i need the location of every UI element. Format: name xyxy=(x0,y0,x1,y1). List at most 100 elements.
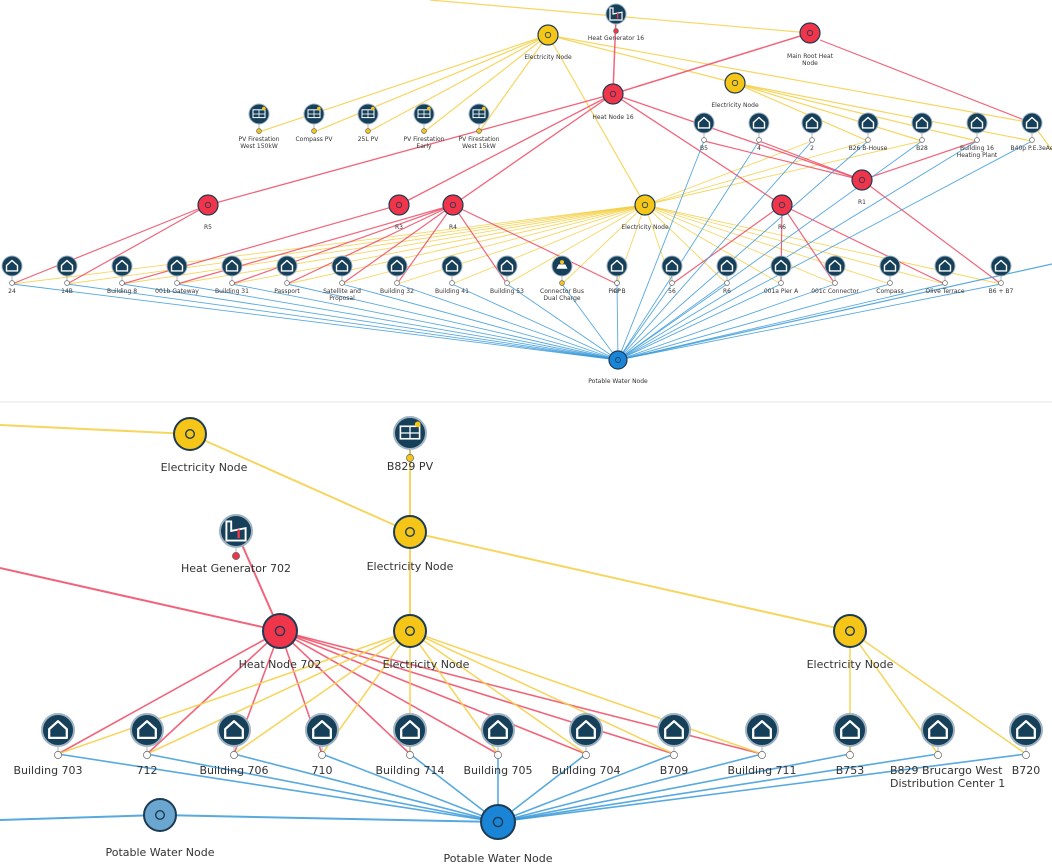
pv-node-t_pv3[interactable] xyxy=(357,103,379,125)
heat-node-t_r3[interactable] xyxy=(388,194,410,216)
building-node-t_bu5[interactable] xyxy=(911,112,933,134)
building-node-t_b7[interactable] xyxy=(331,255,353,277)
connector-port[interactable] xyxy=(406,454,414,462)
heat-node-t_r6[interactable] xyxy=(771,194,793,216)
building-node-t_bu6[interactable] xyxy=(966,112,988,134)
connector-port[interactable] xyxy=(64,280,70,286)
electricity-node-t_en1[interactable] xyxy=(537,24,559,46)
building-node-b_712[interactable] xyxy=(130,713,164,747)
building-node-t_bu2[interactable] xyxy=(748,112,770,134)
generator-node-b_hg[interactable] xyxy=(219,514,253,548)
water-node-t_pw[interactable] xyxy=(608,350,628,370)
connector-port[interactable] xyxy=(406,751,414,759)
connector-port[interactable] xyxy=(1029,137,1035,143)
building-node-t_b20[interactable] xyxy=(990,255,1012,277)
connector-port[interactable] xyxy=(670,751,678,759)
electricity-node-b_en_c[interactable] xyxy=(393,614,427,648)
heat-node-t_r5[interactable] xyxy=(197,194,219,216)
electricity-node-t_en2[interactable] xyxy=(724,72,746,94)
connector-port[interactable] xyxy=(865,137,871,143)
building-node-t_b4[interactable] xyxy=(166,255,188,277)
generator-node-t_hg16[interactable] xyxy=(605,3,627,25)
pv-node-t_pv4[interactable] xyxy=(413,103,435,125)
electricity-node-b_en_left[interactable] xyxy=(173,417,207,451)
building-node-t_b13[interactable] xyxy=(606,255,628,277)
connector-port[interactable] xyxy=(449,280,455,286)
connector-port[interactable] xyxy=(119,280,125,286)
building-node-b_710[interactable] xyxy=(305,713,339,747)
building-node-t_b10[interactable] xyxy=(496,255,518,277)
heat-node-b_hn[interactable] xyxy=(262,613,298,649)
building-node-t_b8[interactable] xyxy=(386,255,408,277)
water_light-node-b_pw_left[interactable] xyxy=(143,798,177,832)
connector-port[interactable] xyxy=(582,751,590,759)
building-node-t_bu1[interactable] xyxy=(693,112,715,134)
building-node-b_b720[interactable] xyxy=(1009,713,1043,747)
electricity-node-b_en_r[interactable] xyxy=(833,614,867,648)
building-node-t_b14[interactable] xyxy=(661,255,683,277)
connector-port[interactable] xyxy=(559,280,565,286)
building-node-t_b18[interactable] xyxy=(879,255,901,277)
heat-node-t_mr[interactable] xyxy=(799,22,821,44)
connector-port[interactable] xyxy=(778,280,784,286)
building-node-b_b706[interactable] xyxy=(217,713,251,747)
water-node-b_pw[interactable] xyxy=(480,804,516,840)
building-node-b_b709[interactable] xyxy=(657,713,691,747)
charger-node-t_b11[interactable] xyxy=(551,255,573,277)
connector-port[interactable] xyxy=(421,128,427,134)
electricity-node-t_en3[interactable] xyxy=(634,194,656,216)
building-node-t_b17[interactable] xyxy=(824,255,846,277)
connector-port[interactable] xyxy=(613,28,619,34)
connector-port[interactable] xyxy=(756,137,762,143)
connector-port[interactable] xyxy=(339,280,345,286)
connector-port[interactable] xyxy=(942,280,948,286)
building-node-t_b3[interactable] xyxy=(111,255,133,277)
building-node-t_bu4[interactable] xyxy=(857,112,879,134)
building-node-t_b16[interactable] xyxy=(770,255,792,277)
connector-port[interactable] xyxy=(919,137,925,143)
building-node-b_b753[interactable] xyxy=(833,713,867,747)
building-node-t_b19[interactable] xyxy=(934,255,956,277)
building-node-b_b829[interactable] xyxy=(921,713,955,747)
connector-port[interactable] xyxy=(832,280,838,286)
connector-port[interactable] xyxy=(318,751,326,759)
building-node-t_bu7[interactable] xyxy=(1021,112,1043,134)
connector-port[interactable] xyxy=(143,751,151,759)
connector-port[interactable] xyxy=(494,751,502,759)
connector-port[interactable] xyxy=(669,280,675,286)
connector-port[interactable] xyxy=(394,280,400,286)
building-node-t_b2[interactable] xyxy=(56,255,78,277)
connector-port[interactable] xyxy=(311,128,317,134)
building-node-b_b704[interactable] xyxy=(569,713,603,747)
electricity-node-b_en_mid[interactable] xyxy=(393,515,427,549)
connector-port[interactable] xyxy=(230,751,238,759)
building-node-b_b703[interactable] xyxy=(41,713,75,747)
building-node-t_b5[interactable] xyxy=(221,255,243,277)
connector-port[interactable] xyxy=(998,280,1004,286)
heat-node-t_hn16[interactable] xyxy=(602,83,624,105)
pv-node-b_pv[interactable] xyxy=(393,416,427,450)
connector-port[interactable] xyxy=(887,280,893,286)
connector-port[interactable] xyxy=(284,280,290,286)
building-node-t_bu3[interactable] xyxy=(801,112,823,134)
connector-port[interactable] xyxy=(974,137,980,143)
heat-node-t_r4[interactable] xyxy=(442,194,464,216)
building-node-b_b705[interactable] xyxy=(481,713,515,747)
connector-port[interactable] xyxy=(365,128,371,134)
building-node-b_b711[interactable] xyxy=(745,713,779,747)
connector-port[interactable] xyxy=(232,552,240,560)
connector-port[interactable] xyxy=(724,280,730,286)
connector-port[interactable] xyxy=(229,280,235,286)
connector-port[interactable] xyxy=(701,137,707,143)
pv-node-t_pv2[interactable] xyxy=(303,103,325,125)
building-node-b_b714[interactable] xyxy=(393,713,427,747)
connector-port[interactable] xyxy=(934,751,942,759)
connector-port[interactable] xyxy=(846,751,854,759)
connector-port[interactable] xyxy=(9,280,15,286)
connector-port[interactable] xyxy=(614,280,620,286)
building-node-t_b1[interactable] xyxy=(1,255,23,277)
connector-port[interactable] xyxy=(174,280,180,286)
connector-port[interactable] xyxy=(476,128,482,134)
pv-node-t_pv1[interactable] xyxy=(248,103,270,125)
heat-node-t_r1[interactable] xyxy=(851,169,873,191)
